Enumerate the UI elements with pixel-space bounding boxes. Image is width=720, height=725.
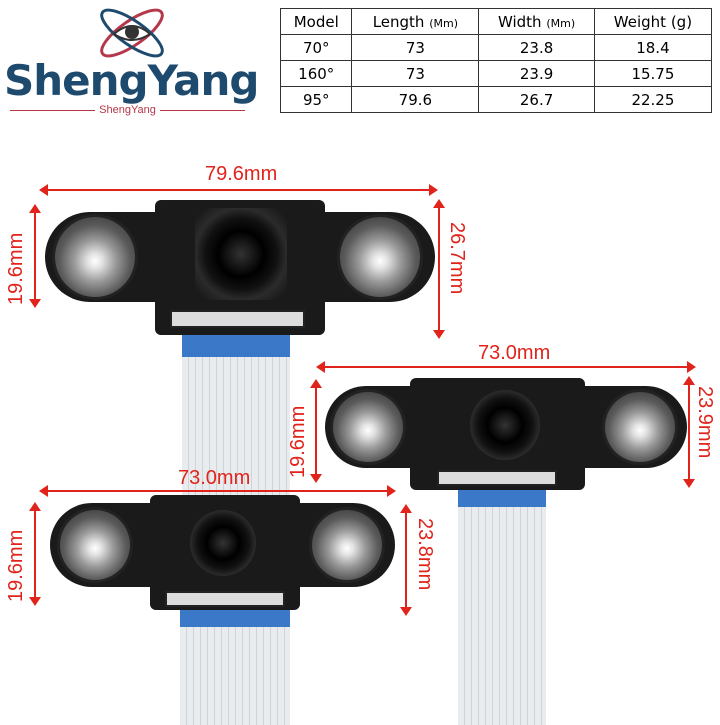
lens-icon — [190, 510, 256, 576]
brand-name: ShengYang — [4, 56, 259, 105]
cell: 26.7 — [478, 86, 595, 113]
width-arrow — [683, 376, 695, 488]
width-arrow — [433, 199, 445, 339]
ir-led-icon — [312, 510, 382, 580]
lens-icon — [195, 208, 287, 300]
camera-module-70 — [50, 495, 395, 613]
height-label-70: 19.6mm — [5, 529, 27, 602]
header-width-unit: (Mm) — [546, 16, 576, 30]
header-model: Model — [279, 8, 353, 35]
length-arrow — [39, 485, 396, 497]
ribbon-cable-160 — [458, 485, 546, 725]
cell: 23.9 — [478, 60, 595, 87]
width-label-70: 23.8mm — [414, 518, 436, 591]
cell: 160° — [279, 60, 353, 87]
spec-table: Model Length (Mm) Width (Mm) Weight (g) … — [279, 8, 713, 113]
cell: 79.6 — [351, 86, 480, 113]
ribbon-cable-70 — [180, 605, 290, 725]
height-arrow — [310, 379, 322, 483]
header-width: Width (Mm) — [478, 8, 595, 35]
height-label-95: 19.6mm — [5, 232, 27, 305]
header-width-label: Width — [497, 12, 542, 31]
ir-led-icon — [333, 392, 403, 462]
ir-led-icon — [60, 510, 130, 580]
length-label-160: 73.0mm — [478, 342, 551, 364]
eye-orbit-logo-icon — [100, 8, 164, 58]
header-length-label: Length — [372, 12, 425, 31]
brand-subtitle-text: ShengYang — [99, 104, 156, 116]
lens-icon — [470, 390, 540, 460]
width-arrow — [400, 504, 412, 616]
cell: 23.8 — [478, 34, 595, 61]
camera-module-95 — [45, 200, 435, 340]
height-arrow — [29, 204, 41, 308]
cell: 70° — [279, 34, 353, 61]
table-header-row: Model Length (Mm) Width (Mm) Weight (g) — [279, 8, 713, 35]
brand-subtitle: ShengYang — [10, 104, 245, 116]
cell: 18.4 — [593, 34, 713, 61]
length-label-70: 73.0mm — [178, 467, 251, 489]
cell: 22.25 — [593, 86, 713, 113]
height-label-160: 19.6mm — [287, 405, 309, 478]
ribbon-cable-95 — [182, 335, 290, 525]
length-label-95: 79.6mm — [205, 163, 278, 185]
header-length: Length (Mm) — [351, 8, 480, 35]
header-weight: Weight (g) — [593, 8, 713, 35]
height-arrow — [29, 502, 41, 606]
cell: 15.75 — [593, 60, 713, 87]
header-length-unit: (Mm) — [429, 16, 459, 30]
length-arrow — [39, 184, 438, 196]
cell: 95° — [279, 86, 353, 113]
cell: 73 — [351, 60, 480, 87]
ir-led-icon — [605, 392, 675, 462]
width-label-95: 26.7mm — [446, 222, 468, 295]
width-label-160: 23.9mm — [694, 386, 716, 459]
cell: 73 — [351, 34, 480, 61]
ir-led-icon — [340, 217, 420, 297]
camera-module-160 — [325, 378, 687, 493]
ir-led-icon — [55, 217, 135, 297]
length-arrow — [316, 361, 696, 373]
